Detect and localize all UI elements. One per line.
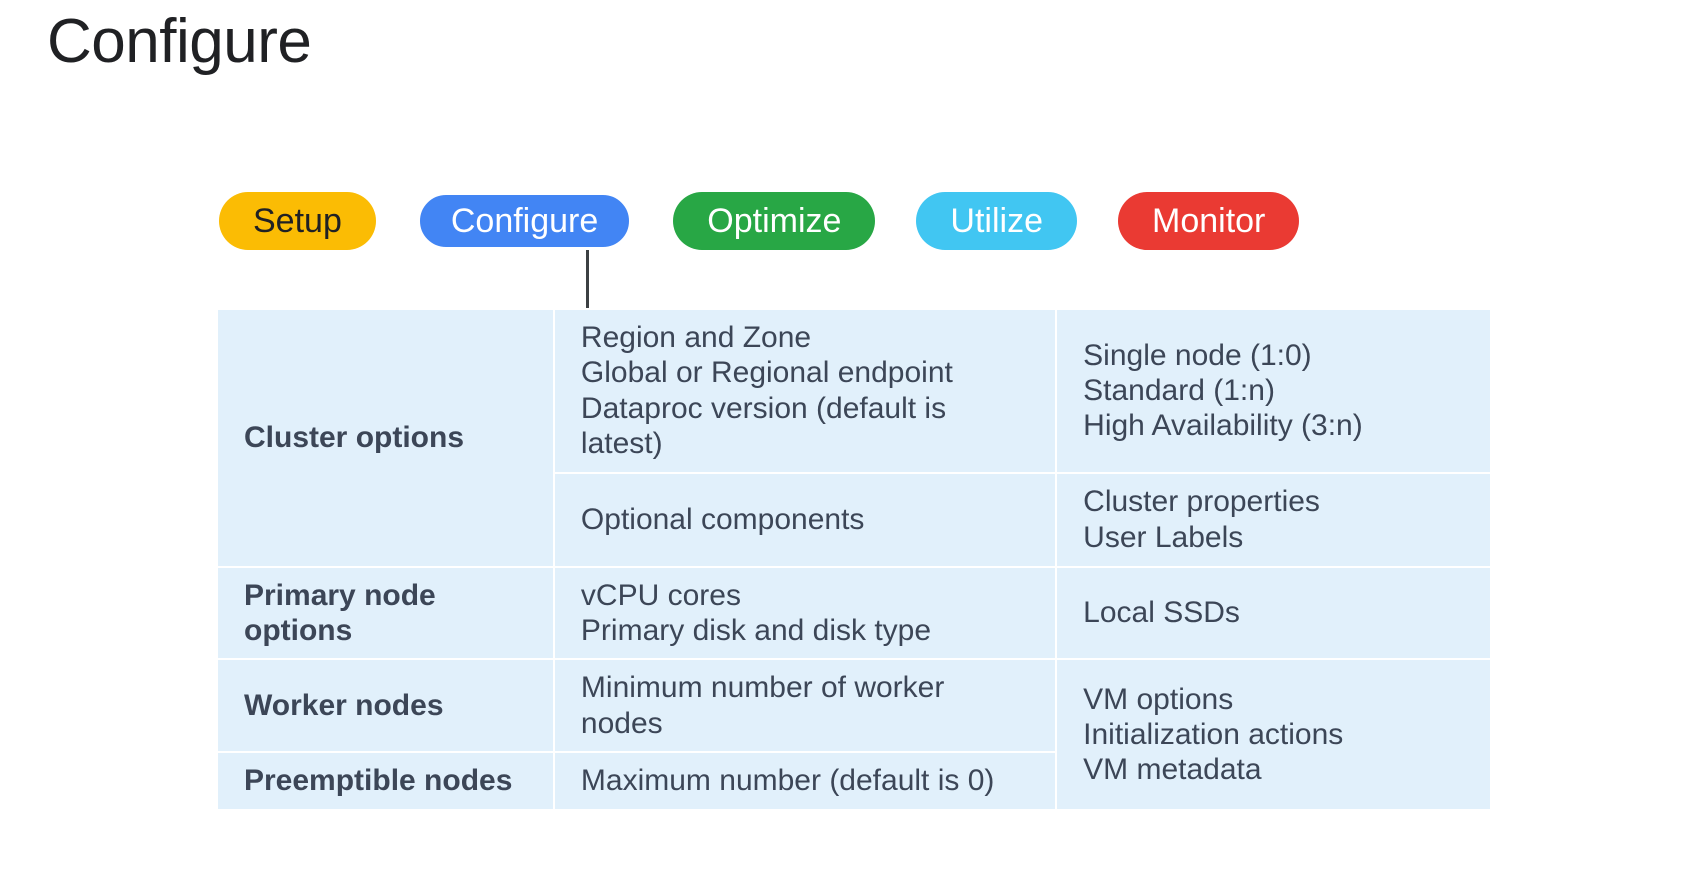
nav-pill-configure[interactable]: Configure	[414, 190, 635, 252]
cell-line: vCPU cores	[580, 578, 741, 612]
cell-line: Local SSDs	[1083, 596, 1240, 630]
cell-line: High Availability (3:n)	[1083, 409, 1363, 443]
cell-line: Cluster properties	[1083, 485, 1320, 519]
row-label-worker-nodes: Worker nodes	[218, 660, 553, 752]
nav-pill-utilize-label: Utilize	[950, 202, 1043, 240]
cell-cluster-options-right: Single node (1:0) Standard (1:n) High Av…	[1057, 310, 1490, 472]
cell-line: Primary disk and disk type	[580, 613, 932, 647]
cell-primary-node-options-right: Local SSDs	[1057, 567, 1490, 659]
cell-worker-preemptible-right: VM options Initialization actions VM met…	[1057, 660, 1490, 810]
nav-pill-optimize[interactable]: Optimize	[673, 192, 876, 250]
connector-line	[586, 250, 589, 310]
row-label-primary-node-options: Primary node options	[218, 567, 553, 659]
cell-line: Minimum number of worker nodes	[580, 671, 945, 740]
stage-nav: Setup Configure Optimize Utilize Monitor	[219, 190, 1300, 252]
page-title: Configure	[47, 7, 312, 76]
nav-pill-setup[interactable]: Setup	[219, 192, 376, 250]
cell-line: Global or Regional endpoint	[580, 356, 953, 390]
cell-line: Standard (1:n)	[1083, 374, 1275, 408]
cell-optional-components-right: Cluster properties User Labels	[1057, 473, 1490, 566]
cell-worker-nodes-middle: Minimum number of worker nodes	[554, 660, 1056, 752]
nav-pill-utilize[interactable]: Utilize	[916, 192, 1077, 250]
cell-line: Initialization actions	[1083, 718, 1344, 752]
table-row: Cluster options Region and Zone Global o…	[218, 310, 1490, 566]
nav-pill-monitor-label: Monitor	[1152, 202, 1266, 240]
nav-pill-configure-label: Configure	[450, 202, 599, 240]
table-row: Optional components Cluster properties U…	[218, 473, 1490, 566]
cell-line: Dataproc version (default is latest)	[580, 391, 947, 461]
cell-primary-node-options-middle: vCPU cores Primary disk and disk type	[554, 567, 1056, 659]
nav-pill-optimize-label: Optimize	[707, 202, 842, 240]
nav-pill-monitor[interactable]: Monitor	[1118, 192, 1300, 250]
table-row: Worker nodes Minimum number of worker no…	[218, 660, 1490, 810]
cell-cluster-options-middle: Region and Zone Global or Regional endpo…	[554, 310, 1056, 472]
nav-pill-setup-label: Setup	[253, 202, 342, 240]
cell-line: User Labels	[1083, 520, 1244, 554]
table-row: Primary node options vCPU cores Primary …	[218, 567, 1490, 659]
cell-preemptible-nodes-middle: Maximum number (default is 0)	[554, 753, 1056, 810]
table-row: Preemptible nodes Maximum number (defaul…	[218, 753, 1490, 810]
cell-line: VM options	[1083, 682, 1234, 716]
cell-line: Optional components	[580, 502, 865, 536]
row-label-cluster-options: Cluster options	[218, 310, 553, 566]
row-label-preemptible-nodes: Preemptible nodes	[218, 753, 553, 810]
configure-options-matrix: Cluster options Region and Zone Global o…	[216, 308, 1492, 812]
cell-line: Single node (1:0)	[1083, 338, 1312, 372]
cell-optional-components-middle: Optional components	[554, 473, 1056, 566]
cell-line: Maximum number (default is 0)	[580, 764, 995, 798]
cell-line: VM metadata	[1083, 753, 1262, 787]
cell-line: Region and Zone	[580, 321, 812, 354]
